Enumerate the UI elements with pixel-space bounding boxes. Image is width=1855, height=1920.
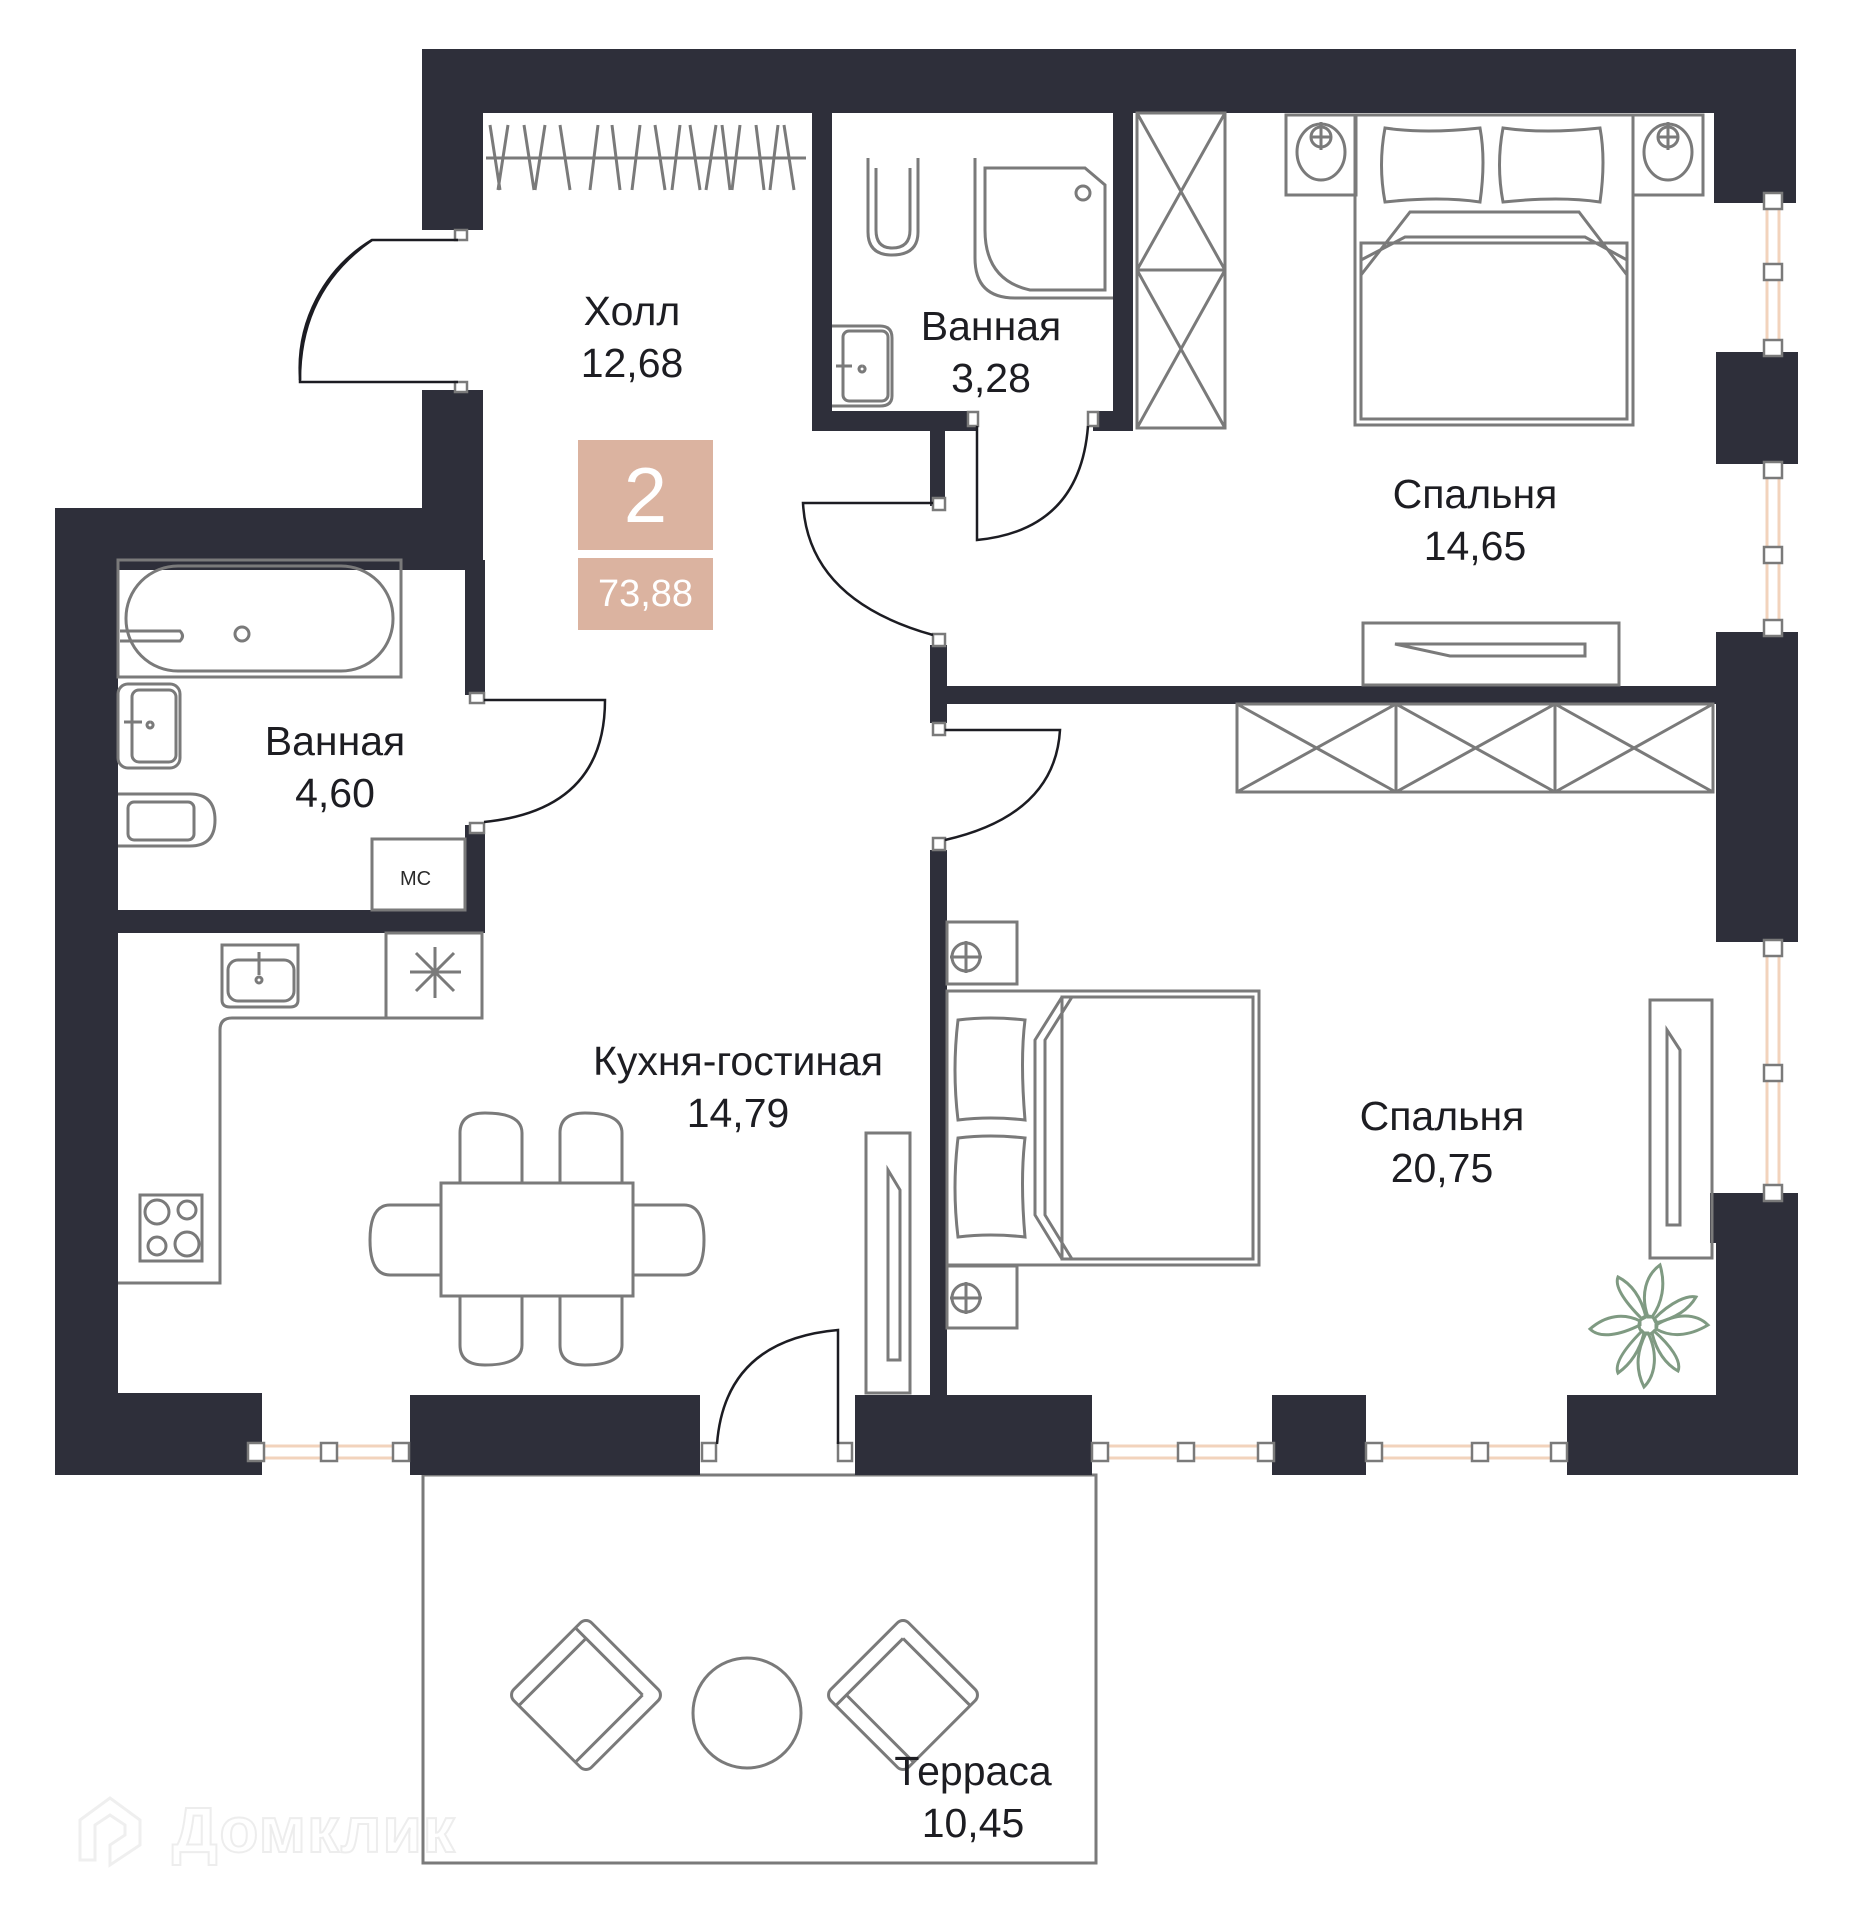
room-name: Спальня [1359,1093,1525,1139]
room-area: 14,79 [686,1090,790,1136]
small-bath-fixtures [832,158,1113,408]
room-label-bath-large: Ванная 4,60 [265,715,405,819]
room-area: 20,75 [1390,1145,1494,1191]
terrace-furniture [510,1619,979,1771]
mc-label: МС [400,868,432,890]
watermark: Домклик [70,1790,456,1870]
room-name: Кухня-гостиная [592,1038,884,1084]
room-label-terrace: Терраса 10,45 [894,1745,1051,1849]
terrace-outline [421,1473,1098,1865]
room-label-bedroom-small: Спальня 14,65 [1393,468,1558,572]
room-name: Ванная [920,303,1062,349]
room-area: 12,68 [580,340,684,386]
total-area-badge: 73,88 [578,558,713,630]
house-logo-icon [78,1796,142,1868]
room-name: Спальня [1392,471,1558,517]
bedroom-large-furniture [945,702,1715,1330]
plant-icon [1587,1262,1711,1390]
doors [298,228,1100,1463]
room-area: 3,28 [951,355,1031,401]
watermark-text: Домклик [171,1793,456,1867]
room-label-kitchen-living: Кухня-гостиная 14,79 [593,1035,883,1139]
windows [246,191,1784,1463]
room-name: Терраса [894,1748,1052,1794]
hall-wardrobe [486,124,806,191]
room-label-bath-small: Ванная 3,28 [921,300,1061,404]
room-label-bedroom-large: Спальня 20,75 [1360,1090,1525,1194]
large-bath-fixtures [116,558,467,912]
room-area: 14,65 [1423,523,1527,569]
rooms-count-badge: 2 [578,440,713,550]
room-name: Ванная [264,718,406,764]
kitchen-furniture [118,931,484,1285]
room-name: Холл [583,288,681,334]
dining-set [368,1111,706,1367]
bedroom-small-furniture [1135,111,1705,687]
room-area: 10,45 [921,1800,1025,1846]
room-label-hall: Холл 12,68 [581,285,684,389]
living-tv [864,1131,912,1395]
room-area: 4,60 [295,770,375,816]
